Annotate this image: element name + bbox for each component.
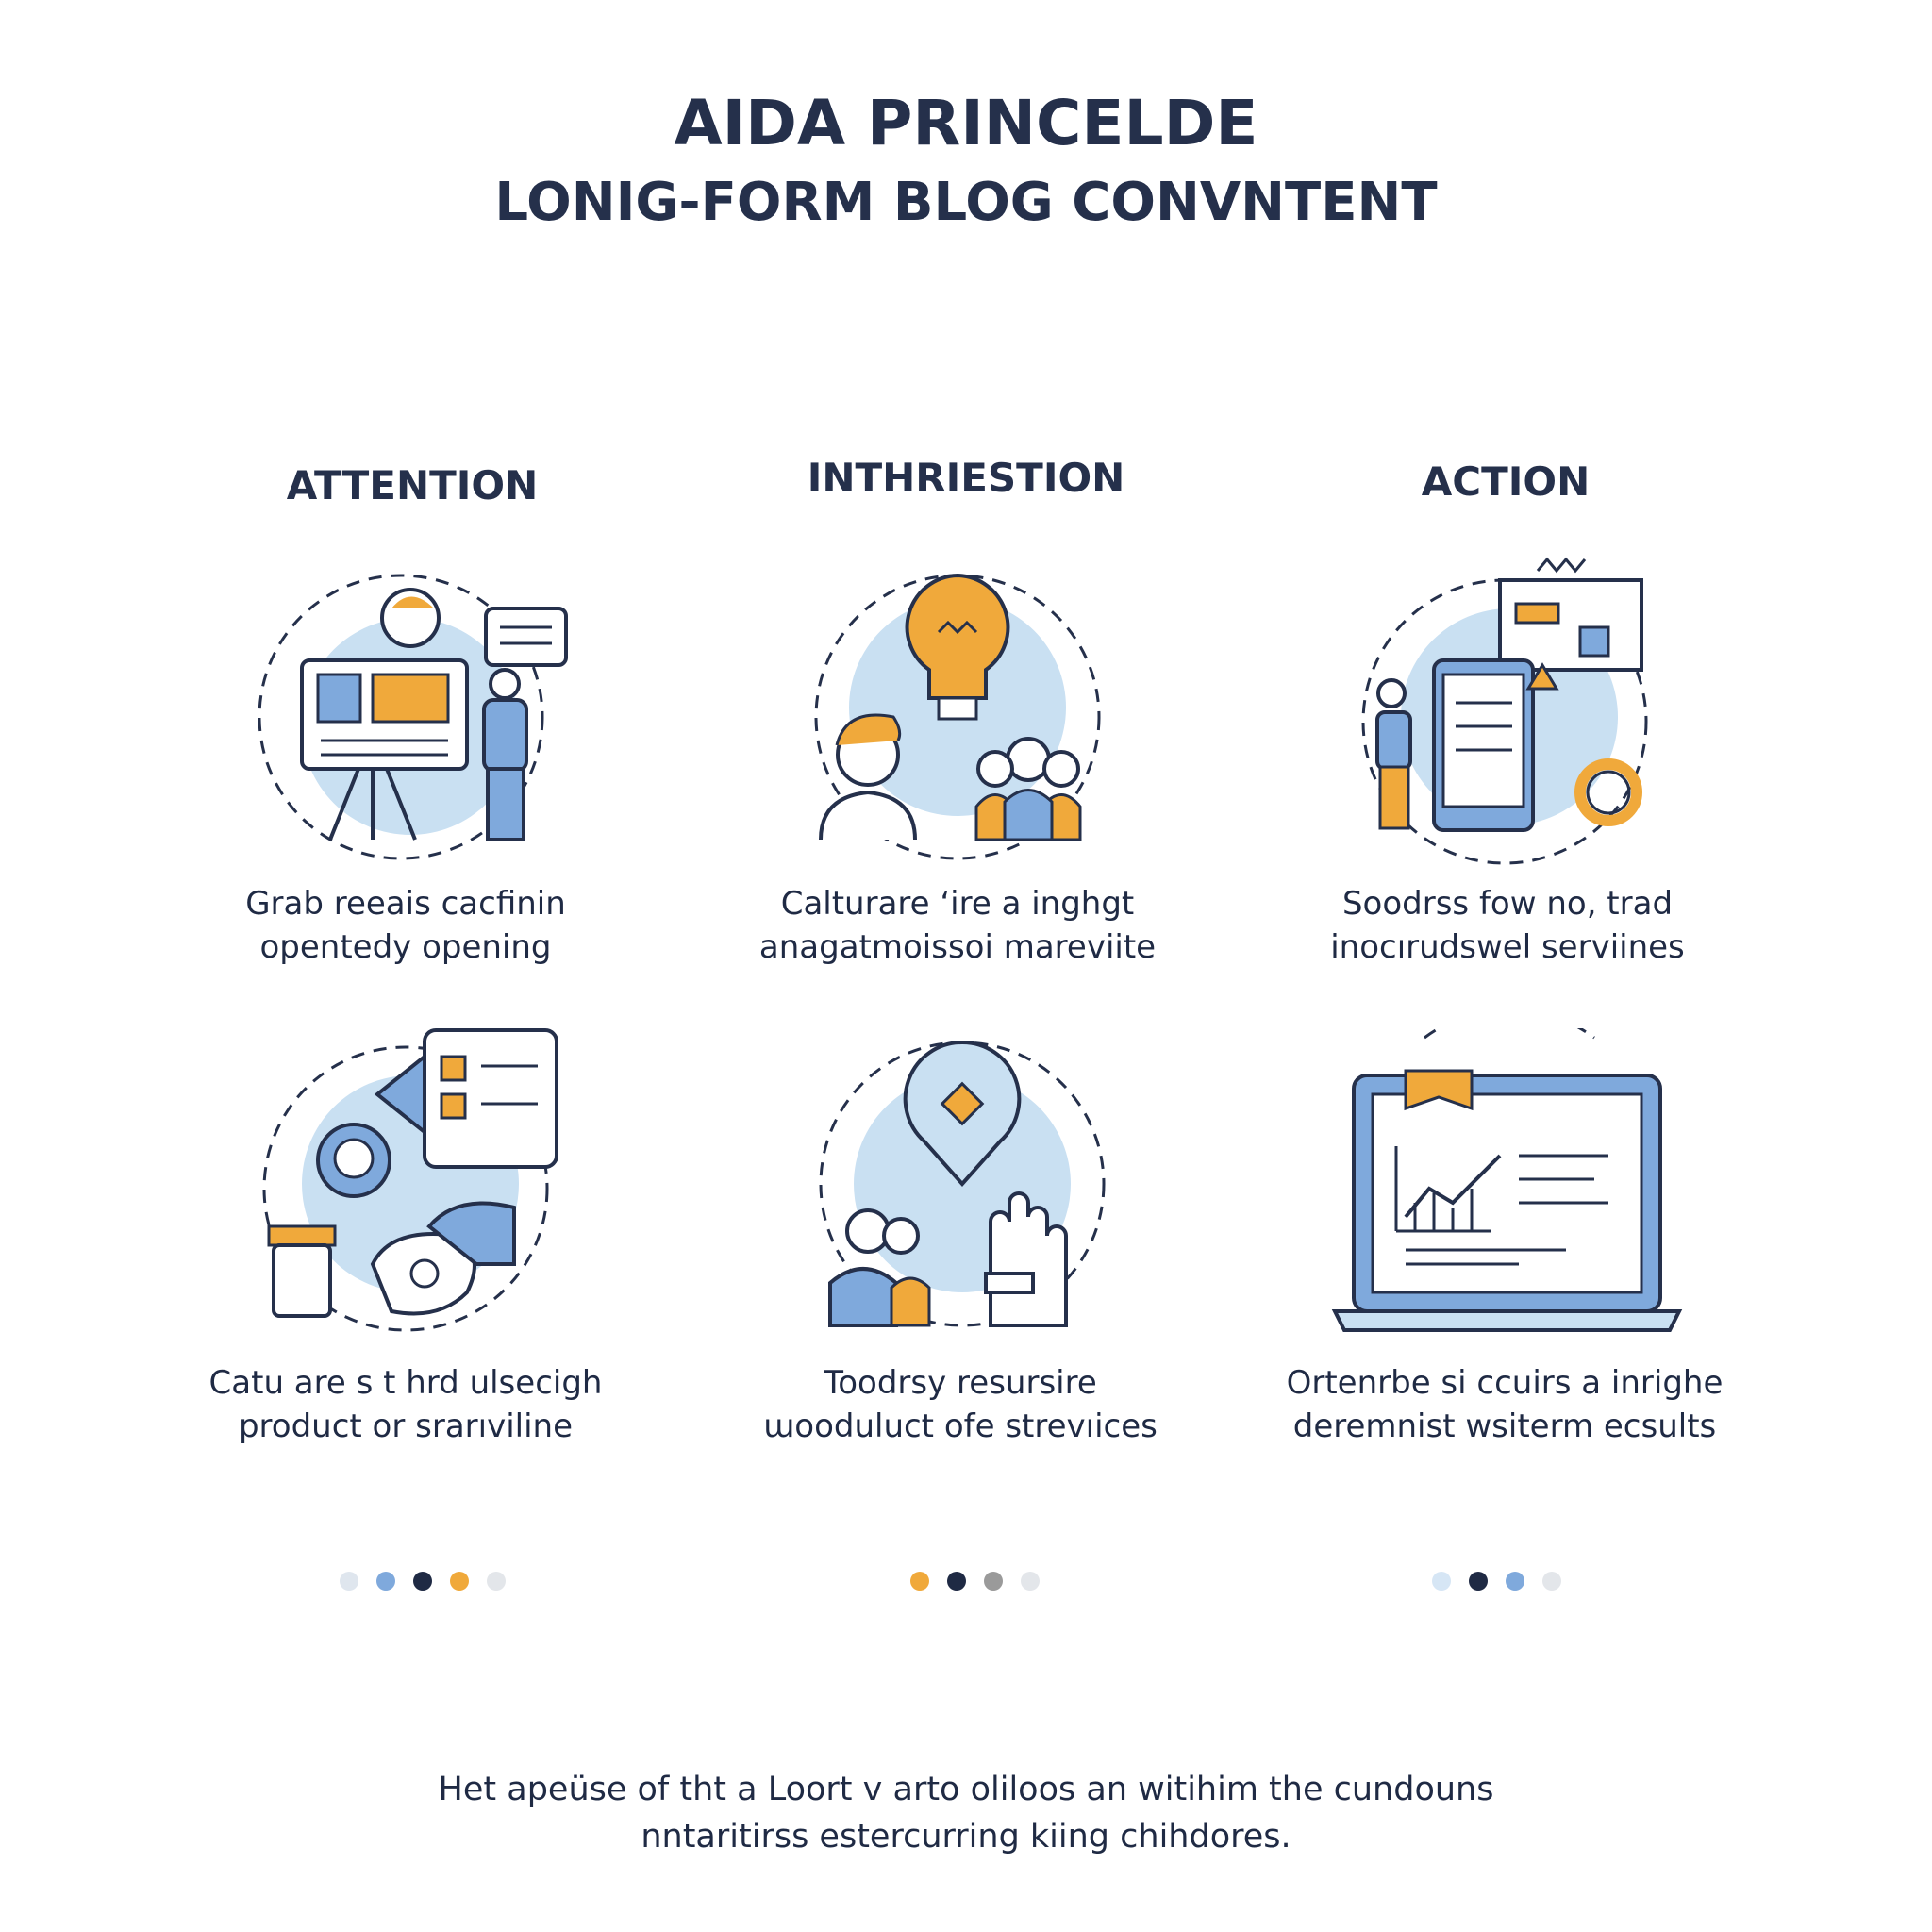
caption-line: anagatmoissoi mareviite xyxy=(758,928,1157,966)
megaphone-checklist-icon xyxy=(262,1028,558,1332)
pagination-dots xyxy=(340,1572,506,1591)
pagination-dot[interactable] xyxy=(1542,1572,1561,1591)
pagination-dot[interactable] xyxy=(487,1572,506,1591)
pagination-dots xyxy=(1432,1572,1561,1591)
idea-hand-icon xyxy=(819,1040,1106,1327)
caption-line: Toodrsy resursire xyxy=(824,1364,1097,1402)
title-line-2: LONIG-FORM BLOG CONVNTENT xyxy=(494,172,1438,233)
footer-line: Het apeüse of tht a Loort v arto oliloos… xyxy=(438,1771,1494,1808)
card-caption: Grab reeais cacfinin opentedy opening xyxy=(104,882,708,969)
caption-line: Calturare ‘ire a inghgt xyxy=(780,885,1135,923)
card-caption: Soodrss fow no, trad inocırudswel servii… xyxy=(1206,882,1809,969)
heading-attention: ATTENTION xyxy=(286,462,539,508)
card-caption: Catu are s t hrd ulsecigh product or sra… xyxy=(104,1361,708,1448)
caption-line: Grab reeais cacfinin xyxy=(245,885,566,923)
pagination-dot[interactable] xyxy=(450,1572,469,1591)
pagination-dot[interactable] xyxy=(340,1572,358,1591)
tablet-dashboard-icon xyxy=(1361,557,1648,865)
pagination-dot[interactable] xyxy=(376,1572,395,1591)
pagination-dot[interactable] xyxy=(910,1572,929,1591)
caption-line: inocırudswel serviines xyxy=(1330,928,1685,966)
lightbulb-people-icon xyxy=(814,573,1101,860)
caption-line: Ortenrbe si ccuirs a inrighe xyxy=(1286,1364,1724,1402)
card-caption: Toodrsy resursire ɯooduluct ofe strevıic… xyxy=(658,1361,1262,1448)
pagination-dot[interactable] xyxy=(1469,1572,1488,1591)
caption-line: Catu are s t hrd ulsecigh xyxy=(208,1364,603,1402)
caption-line: deremnist wsiterm ecsults xyxy=(1292,1407,1717,1445)
caption-line: ɯooduluct ofe strevıices xyxy=(763,1407,1158,1445)
pagination-dot[interactable] xyxy=(1432,1572,1451,1591)
caption-line: opentedy opening xyxy=(259,928,552,966)
heading-action: ACTION xyxy=(1421,458,1591,505)
caption-line: Soodrss fow no, trad xyxy=(1341,885,1674,923)
caption-line: product or srarıviline xyxy=(238,1407,574,1445)
pagination-dot[interactable] xyxy=(984,1572,1003,1591)
presentation-icon xyxy=(258,574,568,860)
card-caption: Calturare ‘ire a inghgt anagatmoissoi ma… xyxy=(656,882,1259,969)
laptop-chart-icon xyxy=(1331,1028,1683,1332)
pagination-dots xyxy=(910,1572,1040,1591)
title-line-1: AIDA PRINCELDE xyxy=(674,87,1258,159)
card-caption: Ortenrbe si ccuirs a inrighe deremnist w… xyxy=(1203,1361,1807,1448)
heading-interest: INTHRIESTION xyxy=(807,455,1125,501)
pagination-dot[interactable] xyxy=(1506,1572,1524,1591)
pagination-dot[interactable] xyxy=(413,1572,432,1591)
pagination-dot[interactable] xyxy=(947,1572,966,1591)
footer-text: Het apeüse of tht a Loort v arto oliloos… xyxy=(0,1766,1932,1860)
pagination-dot[interactable] xyxy=(1021,1572,1040,1591)
footer-line: nntaritirss estercurring kiing chihdores… xyxy=(641,1818,1291,1856)
